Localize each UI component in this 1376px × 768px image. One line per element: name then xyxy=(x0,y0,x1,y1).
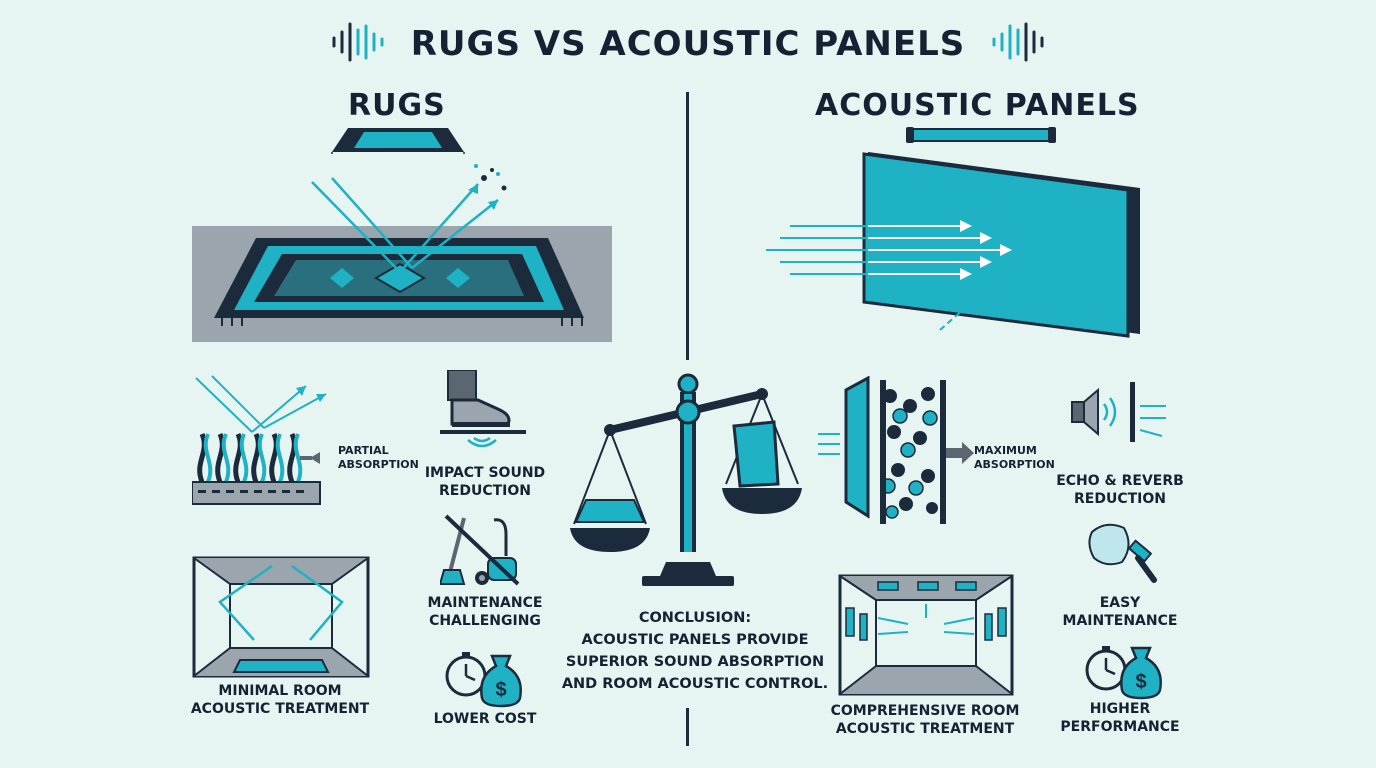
sound-wave-icon xyxy=(992,22,1044,62)
balance-scale-icon xyxy=(570,373,802,586)
foot-icon xyxy=(440,370,526,448)
money-bag-icon: $ xyxy=(480,654,522,708)
clock-icon xyxy=(1085,646,1127,691)
rugs-heading: RUGS xyxy=(348,88,446,123)
impact-sound-label: IMPACT SOUND REDUCTION xyxy=(424,465,546,499)
lower-cost-label: LOWER COST xyxy=(433,711,537,727)
panel-scene xyxy=(766,152,1140,338)
conclusion-text: CONCLUSION: ACOUSTIC PANELS PROVIDE SUPE… xyxy=(561,610,829,692)
comprehensive-room-label: COMPREHENSIVE ROOM ACOUSTIC TREATMENT xyxy=(830,703,1020,737)
minimal-room-label: MINIMAL ROOM ACOUSTIC TREATMENT xyxy=(190,683,370,717)
rug-scene xyxy=(192,164,612,342)
center-divider-top xyxy=(686,92,689,360)
higher-performance-label: HIGHER PERFORMANCE xyxy=(1060,701,1180,735)
panel-cross-section-icon xyxy=(818,376,974,524)
maximum-absorption-label: MAXIMUM ABSORPTION xyxy=(974,444,1055,471)
sound-wave-icon xyxy=(332,22,384,62)
panel-icon xyxy=(906,127,1056,143)
svg-text:$: $ xyxy=(1135,671,1146,693)
speaker-icon xyxy=(1071,382,1166,442)
partial-absorption-label: PARTIAL ABSORPTION xyxy=(338,444,419,471)
page-title: RUGS VS ACOUSTIC PANELS xyxy=(410,24,966,64)
echo-reverb-label: ECHO & REVERB REDUCTION xyxy=(1056,473,1184,507)
rug-icon xyxy=(331,128,465,154)
no-vacuum-icon xyxy=(440,514,520,586)
panels-heading: ACOUSTIC PANELS xyxy=(815,88,1140,123)
spray-cloth-icon xyxy=(1088,523,1157,583)
room-icon xyxy=(192,556,370,678)
svg-text:$: $ xyxy=(495,679,506,701)
room-icon xyxy=(838,574,1014,696)
rug-fiber-icon xyxy=(192,375,327,505)
easy-maintenance-label: EASY MAINTENANCE xyxy=(1062,595,1178,629)
clock-icon xyxy=(445,652,487,697)
center-divider-bottom xyxy=(686,708,689,746)
money-bag-icon: $ xyxy=(1120,646,1162,700)
maintenance-challenging-label: MAINTENANCE CHALLENGING xyxy=(427,595,543,629)
